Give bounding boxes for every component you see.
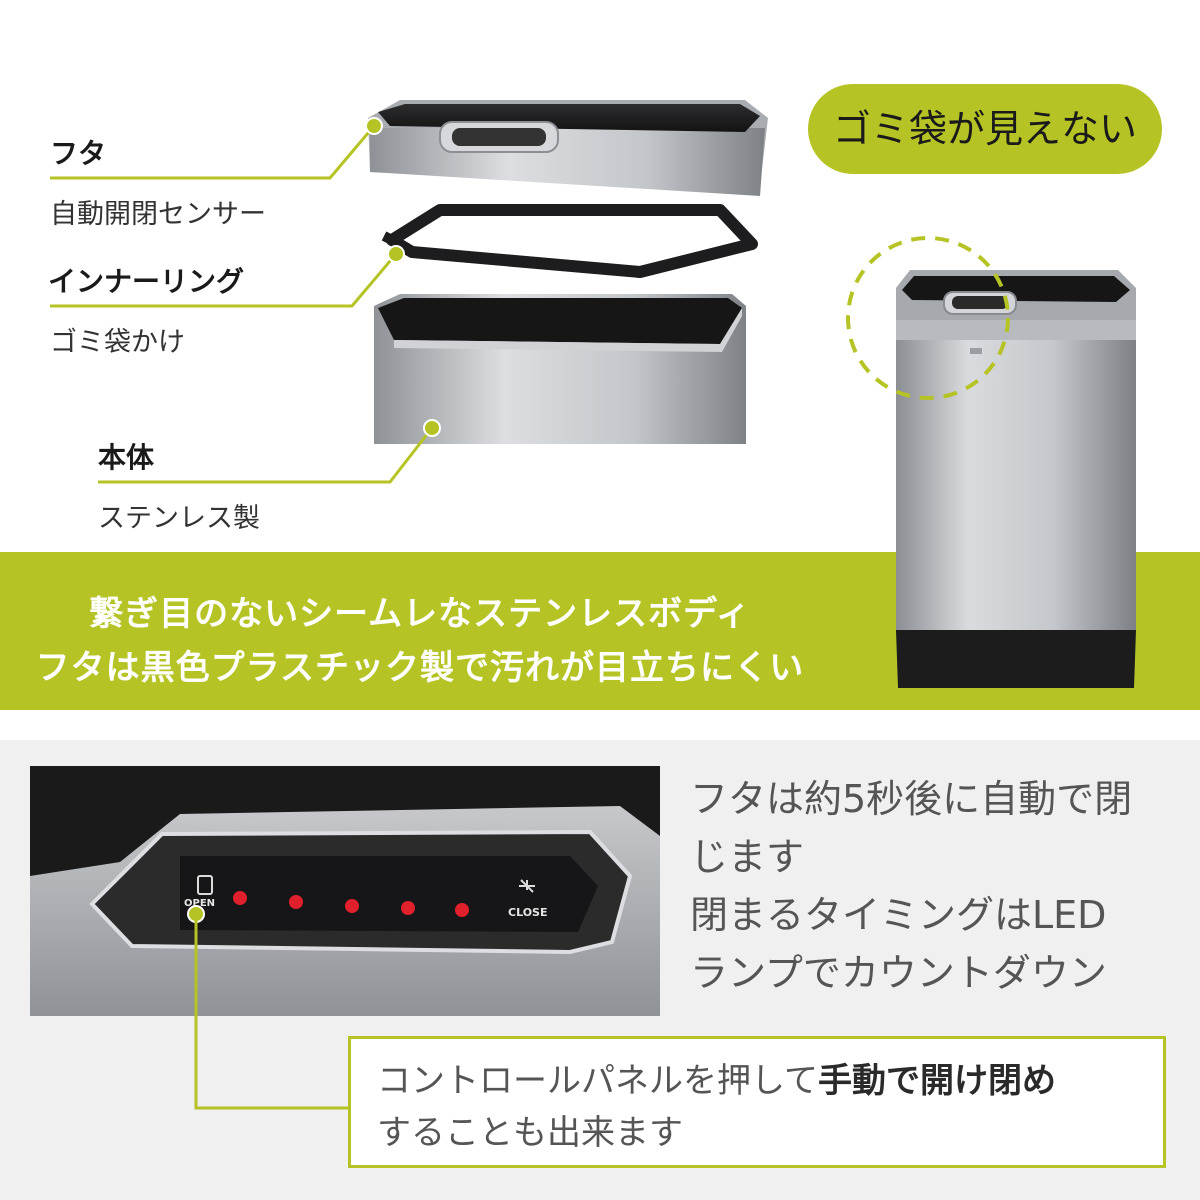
body-connector: [98, 419, 441, 484]
open-connector: [187, 905, 348, 1110]
body-subtitle: ステンレス製: [98, 503, 260, 534]
close-icon: [519, 879, 535, 893]
inner-ring-part: [381, 204, 758, 278]
callout-text: コントロールパネルを押して手動で開け閉め することも出来ます: [377, 1055, 1157, 1159]
auto-close-line-2: じます: [690, 835, 805, 879]
lid-part: [368, 100, 768, 196]
sensor-icon: [197, 875, 213, 895]
auto-close-line-1: フタは約5秒後に自動で閉: [690, 777, 1133, 821]
no-visible-bag-badge: ゴミ袋が見えない: [808, 84, 1162, 174]
auto-close-line-4: ランプでカウントダウン: [690, 951, 1107, 995]
lid-title: フタ: [50, 137, 107, 170]
manual-operation-callout: コントロールパネルを押して手動で開け閉め することも出来ます: [348, 1036, 1166, 1168]
lid-connector: [50, 117, 383, 180]
top-section: フタ 自動開閉センサー インナーリング ゴミ袋かけ 本体 ステンレス製 ゴミ袋が…: [0, 84, 1200, 710]
close-label: CLOSE: [508, 906, 548, 919]
assembled-trash-can: [846, 236, 1136, 688]
feature-line-2: フタは黒色プラスチック製で汚れが目立ちにくい: [35, 648, 805, 688]
auto-close-description: フタは約5秒後に自動で閉 じます 閉まるタイミングはLED ランプでカウントダウ…: [690, 770, 1170, 1002]
body-title: 本体: [98, 441, 155, 474]
lid-subtitle: 自動開閉センサー: [50, 199, 266, 230]
body-part: [374, 294, 746, 444]
ring-title: インナーリング: [48, 265, 245, 298]
led-lamp: [233, 891, 469, 917]
feature-line-1: 繋ぎ目のないシームレなステンレスボディ: [89, 594, 751, 634]
ring-connector: [50, 245, 405, 308]
open-label: OPEN: [184, 898, 216, 909]
exploded-parts-illustration: [50, 100, 768, 484]
callout-text-regular: コントロールパネルを押して: [377, 1061, 818, 1101]
callout-text-end: することも出来ます: [377, 1113, 683, 1153]
ring-subtitle: ゴミ袋かけ: [50, 327, 185, 358]
callout-text-bold: 手動で開け閉め: [817, 1061, 1056, 1101]
control-panel-closeup: [30, 766, 660, 1016]
auto-close-line-3: 閉まるタイミングはLED: [690, 893, 1107, 937]
